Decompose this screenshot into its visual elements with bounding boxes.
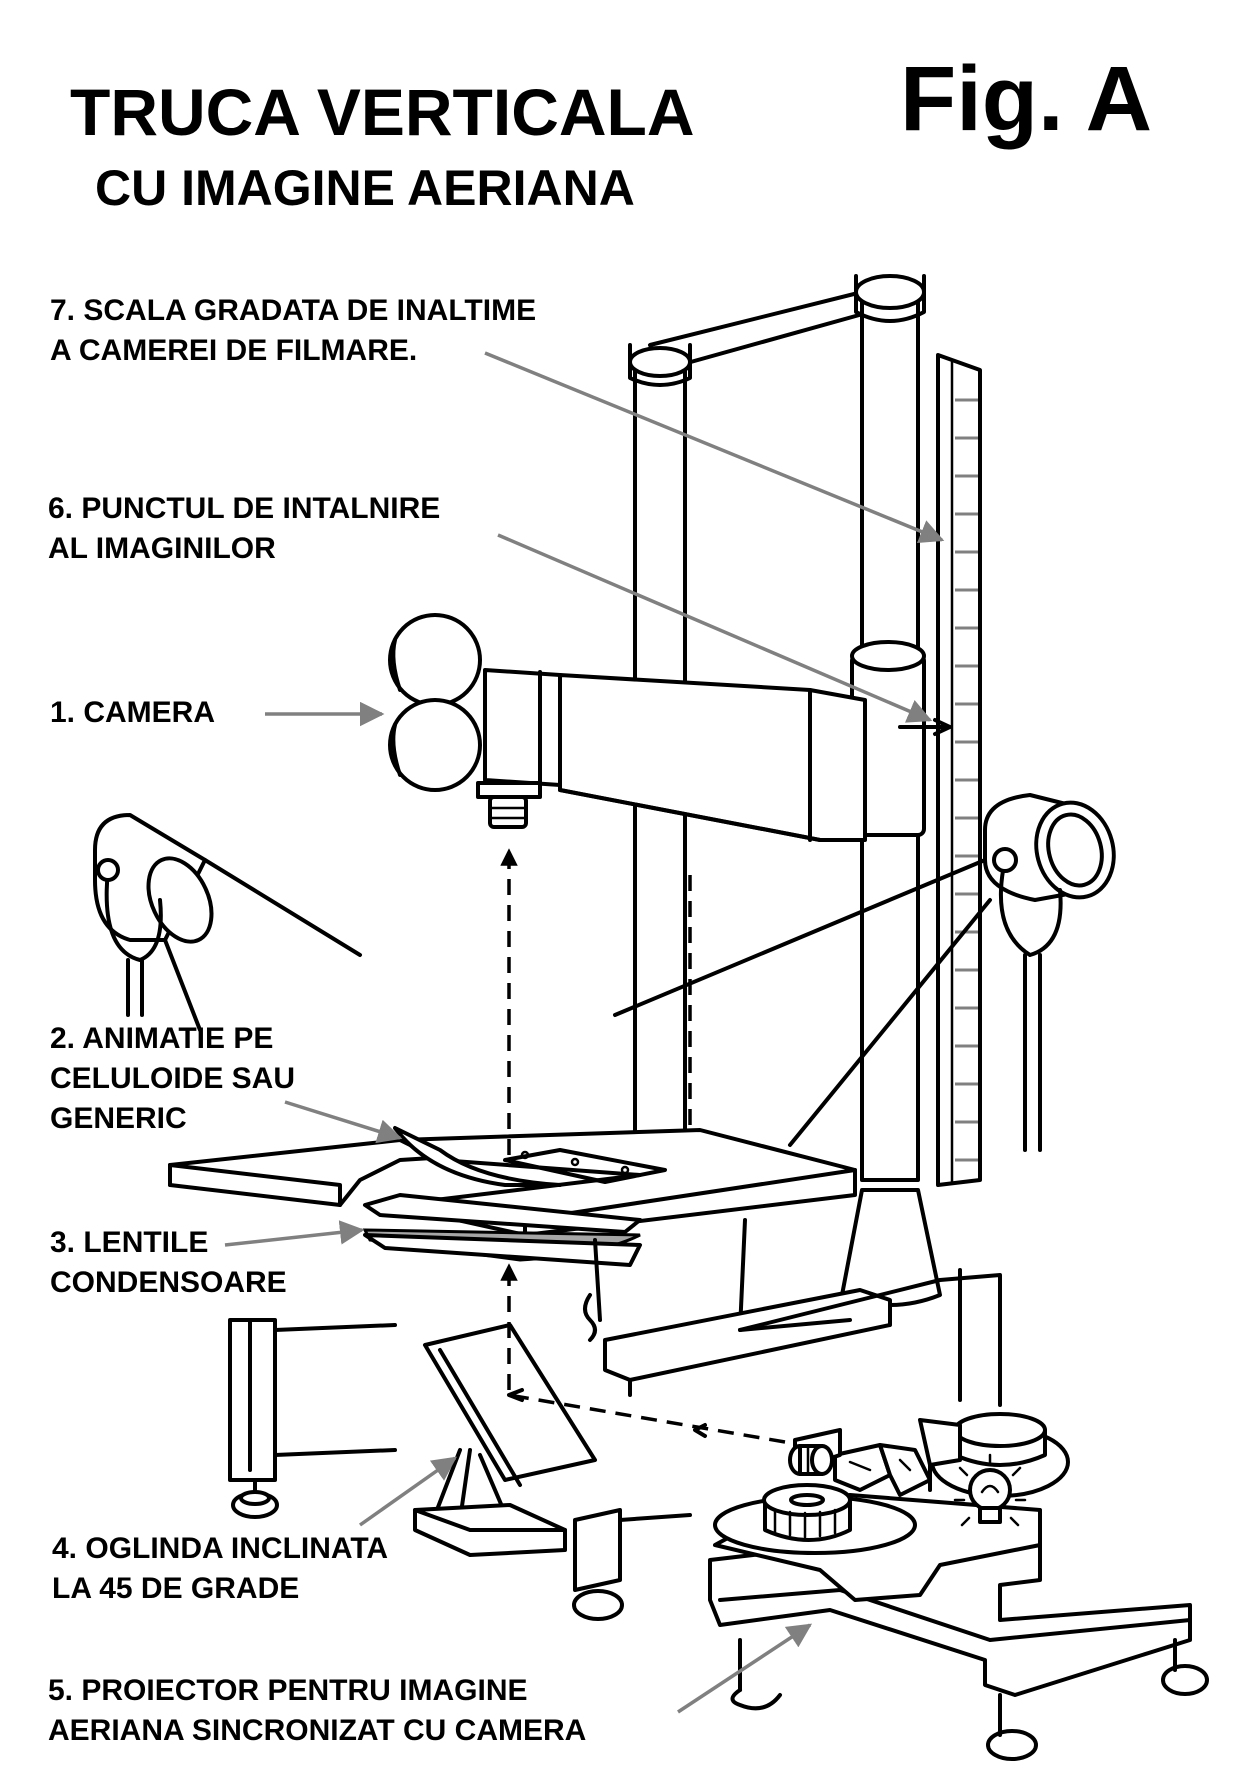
diagram-subtitle: CU IMAGINE AERIANA [95,160,635,216]
lamp-icon [93,813,362,1032]
projector [708,1426,1209,1761]
label-animation-line2: CELULOIDE SAU [50,1062,295,1095]
label-projector: 5. PROIECTOR PENTRU IMAGINE AERIANA SINC… [48,1623,813,1747]
label-animation-line1: 2. ANIMATIE PE [50,1022,273,1055]
camera-icon [388,613,952,842]
label-animation-line3: GENERIC [50,1102,187,1135]
label-lenses-line2: CONDENSOARE [50,1266,287,1299]
label-camera-text: 1. CAMERA [50,696,215,729]
label-scale: 7. SCALA GRADATA DE INALTIME A CAMEREI D… [50,294,945,543]
label-lenses-line1: 3. LENTILE [50,1226,208,1259]
label-lenses: 3. LENTILE CONDENSOARE [50,1220,365,1299]
label-meeting-line1: 6. PUNCTUL DE INTALNIRE [48,492,440,525]
label-mirror: 4. OGLINDA INCLINATA LA 45 DE GRADE [52,1456,458,1605]
label-meeting-line2: AL IMAGINILOR [48,532,276,565]
diagram-title: TRUCA VERTICALA [70,75,695,149]
label-mirror-line1: 4. OGLINDA INCLINATA [52,1532,388,1565]
label-animation: 2. ANIMATIE PE CELULOIDE SAU GENERIC [50,1022,403,1144]
animation-table [168,1126,857,1267]
figure-label: Fig. A [900,48,1152,150]
label-scale-line2: A CAMEREI DE FILMARE. [50,334,417,367]
label-mirror-line2: LA 45 DE GRADE [52,1572,299,1605]
projector-lens [788,1444,834,1476]
optical-path [500,848,786,1444]
label-projector-line1: 5. PROIECTOR PENTRU IMAGINE [48,1674,528,1707]
lamp-icon [613,793,1116,1152]
label-scale-line1: 7. SCALA GRADATA DE INALTIME [50,294,536,327]
film-reel-icon [762,1483,852,1542]
stand-frame [228,1218,1002,1621]
height-scale [936,353,982,1187]
mirror-icon [413,1323,597,1557]
light-bulb-icon [953,1453,1027,1527]
label-projector-line2: AERIANA SINCRONIZAT CU CAMERA [48,1714,586,1747]
label-meeting-point: 6. PUNCTUL DE INTALNIRE AL IMAGINILOR [48,492,933,723]
label-camera: 1. CAMERA [50,696,385,729]
